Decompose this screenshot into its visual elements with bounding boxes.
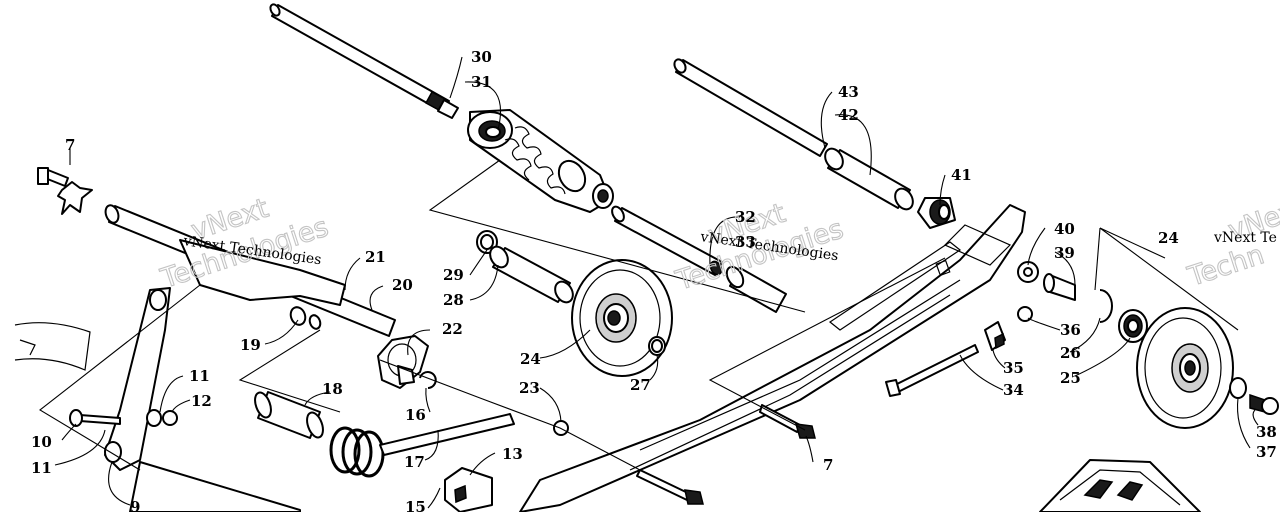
callout-38: 38 [1256, 423, 1277, 441]
callout-42: 42 [838, 106, 859, 124]
bolt-10[interactable] [69, 409, 121, 427]
watermark-large-3b: Techn [1184, 239, 1268, 293]
bolt-34[interactable] [885, 344, 979, 397]
idler-wheel-24-left[interactable] [571, 259, 673, 377]
callout-7-top: 7 [65, 136, 75, 154]
callout-28: 28 [443, 291, 464, 309]
track-segment[interactable] [1039, 459, 1201, 512]
callout-17: 17 [404, 453, 425, 471]
ring-27[interactable] [648, 336, 666, 356]
callout-39: 39 [1054, 244, 1075, 262]
callout-19: 19 [240, 336, 261, 354]
callout-13: 13 [502, 445, 523, 463]
bolt-38[interactable] [1249, 393, 1279, 415]
bushing-42[interactable] [822, 145, 917, 212]
callout-35: 35 [1003, 359, 1024, 377]
idler-wheel-24-right[interactable] [1136, 307, 1234, 429]
callout-41: 41 [951, 166, 972, 184]
shaft-43[interactable] [672, 57, 828, 157]
callout-labels: 30 31 43 42 41 7 32 33 21 20 22 19 29 28… [31, 48, 1277, 512]
callout-32: 32 [735, 208, 756, 226]
snap-ring-26[interactable] [1099, 289, 1113, 323]
track-fragment-left [14, 322, 91, 371]
washer-37[interactable] [1229, 377, 1247, 399]
nut-12[interactable] [162, 410, 178, 426]
callout-43: 43 [838, 83, 859, 101]
callout-24-left: 24 [520, 350, 541, 368]
callout-27: 27 [630, 376, 651, 394]
bushing-33[interactable] [708, 259, 787, 313]
callout-30: 30 [471, 48, 492, 66]
shaft-32[interactable] [610, 205, 723, 276]
shaft-30[interactable] [269, 3, 459, 119]
suspension-rail[interactable] [519, 204, 1026, 512]
callout-9: 9 [130, 498, 140, 512]
callout-34: 34 [1003, 381, 1024, 399]
callout-33: 33 [735, 233, 756, 251]
bushing-41[interactable] [917, 197, 956, 229]
callout-18: 18 [322, 380, 343, 398]
bushing-39[interactable] [1043, 273, 1076, 301]
bolt-7-top-left[interactable] [37, 167, 93, 215]
callout-11-top: 11 [189, 367, 210, 385]
arm-21[interactable] [179, 239, 346, 306]
shock-absorber-31[interactable] [467, 109, 614, 213]
callout-29: 29 [443, 266, 464, 284]
washer-11[interactable] [146, 409, 162, 427]
callout-24-right: 24 [1158, 229, 1179, 247]
arm-9[interactable] [104, 287, 301, 512]
callout-23: 23 [519, 379, 540, 397]
bushing-18[interactable] [252, 390, 326, 439]
callout-12: 12 [191, 392, 212, 410]
bolt-bottom-center[interactable] [636, 469, 704, 505]
ring-16[interactable] [419, 371, 437, 389]
assembly-lines [39, 159, 1239, 471]
callout-20: 20 [392, 276, 413, 294]
callout-22: 22 [442, 320, 463, 338]
nut-36[interactable] [1017, 306, 1033, 322]
callout-15: 15 [405, 498, 426, 512]
block-13[interactable] [444, 467, 493, 512]
callout-10: 10 [31, 433, 52, 451]
callout-31: 31 [471, 73, 492, 91]
bearing-25[interactable] [1118, 309, 1148, 343]
bushing-19[interactable] [288, 305, 322, 330]
callout-36: 36 [1060, 321, 1081, 339]
callout-7-bottom: 7 [823, 456, 833, 474]
callout-25: 25 [1060, 369, 1081, 387]
bushing-28[interactable] [487, 243, 577, 305]
block-35[interactable] [984, 321, 1006, 351]
callout-16: 16 [405, 406, 426, 424]
torsion-spring-17[interactable] [329, 413, 515, 478]
cam-22[interactable] [377, 335, 429, 389]
bolt-7-bottom[interactable] [759, 404, 816, 439]
callout-40: 40 [1054, 220, 1075, 238]
callout-21: 21 [365, 248, 386, 266]
watermark-small-3: vNext Te [1213, 230, 1277, 246]
callout-26: 26 [1060, 344, 1081, 362]
callout-37: 37 [1256, 443, 1277, 461]
leader-lines [54, 56, 1259, 509]
callout-11-bottom: 11 [31, 459, 52, 477]
